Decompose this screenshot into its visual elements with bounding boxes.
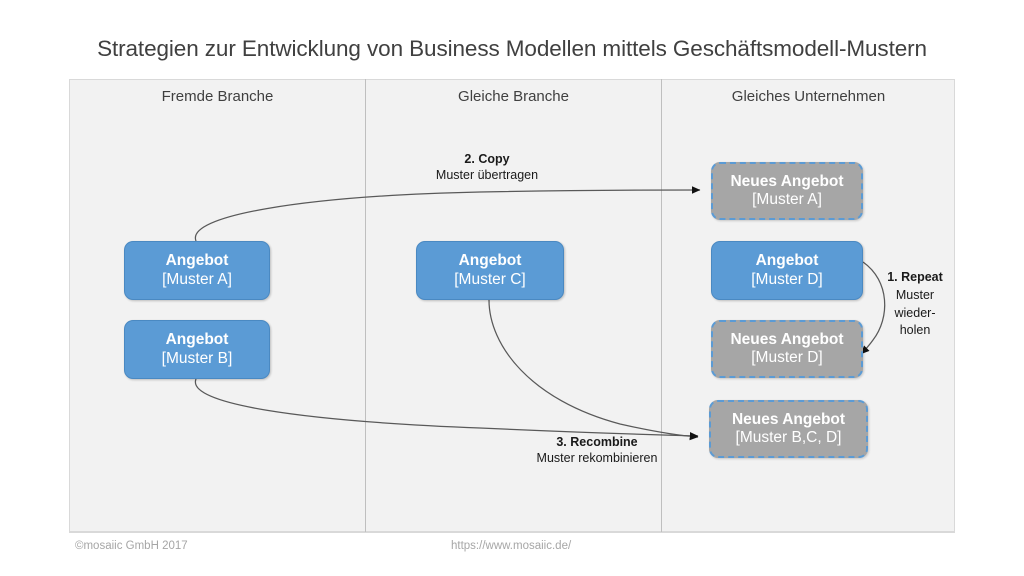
annotation-repeat-heading: 1. Repeat xyxy=(887,270,943,284)
box-title: Neues Angebot xyxy=(730,330,844,348)
footer-url[interactable]: https://www.mosaiic.de/ xyxy=(451,540,572,552)
box-neues-angebot-muster-a[interactable]: Neues Angebot [Muster A] xyxy=(711,162,863,220)
annotation-copy: 2. Copy Muster übertragen xyxy=(378,151,596,184)
box-angebot-muster-c[interactable]: Angebot [Muster C] xyxy=(416,241,564,300)
box-subtitle: [Muster B,C, D] xyxy=(735,429,842,446)
annotation-repeat: 1. Repeat Muster wieder- holen xyxy=(873,269,957,340)
box-neues-angebot-muster-d[interactable]: Neues Angebot [Muster D] xyxy=(711,320,863,378)
box-angebot-muster-d[interactable]: Angebot [Muster D] xyxy=(711,241,863,300)
annotation-copy-sub: Muster übertragen xyxy=(435,168,539,183)
box-title: Neues Angebot xyxy=(730,172,844,190)
column-header-gleiche-branche: Gleiche Branche xyxy=(458,88,569,105)
box-subtitle: [Muster C] xyxy=(454,270,526,288)
annotation-repeat-line3: holen xyxy=(899,323,931,338)
footer-copyright: ©mosaiic GmbH 2017 xyxy=(75,540,188,552)
annotation-repeat-line1: Muster xyxy=(895,287,935,302)
annotation-recombine: 3. Recombine Muster rekombinieren xyxy=(488,434,706,467)
annotation-recombine-sub: Muster rekombinieren xyxy=(536,451,658,466)
annotation-copy-heading: 2. Copy xyxy=(464,152,510,166)
box-subtitle: [Muster A] xyxy=(752,191,822,208)
column-divider-1 xyxy=(365,79,366,532)
box-subtitle: [Muster D] xyxy=(751,270,823,288)
page-title: Strategien zur Entwicklung von Business … xyxy=(97,36,927,61)
annotation-repeat-line2: wieder- xyxy=(894,305,936,320)
box-title: Angebot xyxy=(165,331,229,349)
box-subtitle: [Muster A] xyxy=(162,270,232,288)
box-angebot-muster-b[interactable]: Angebot [Muster B] xyxy=(124,320,270,379)
annotation-recombine-heading: 3. Recombine xyxy=(556,435,638,449)
box-subtitle: [Muster D] xyxy=(751,349,823,366)
box-title: Angebot xyxy=(755,252,819,270)
column-header-gleiches-unternehmen: Gleiches Unternehmen xyxy=(731,88,886,105)
box-title: Angebot xyxy=(458,252,522,270)
column-header-fremde-branche: Fremde Branche xyxy=(161,88,274,105)
box-title: Angebot xyxy=(165,252,229,270)
box-subtitle: [Muster B] xyxy=(161,349,233,367)
footer-divider xyxy=(69,532,955,533)
box-title: Neues Angebot xyxy=(731,410,846,428)
box-angebot-muster-a[interactable]: Angebot [Muster A] xyxy=(124,241,270,300)
box-neues-angebot-muster-bcd[interactable]: Neues Angebot [Muster B,C, D] xyxy=(709,400,868,458)
